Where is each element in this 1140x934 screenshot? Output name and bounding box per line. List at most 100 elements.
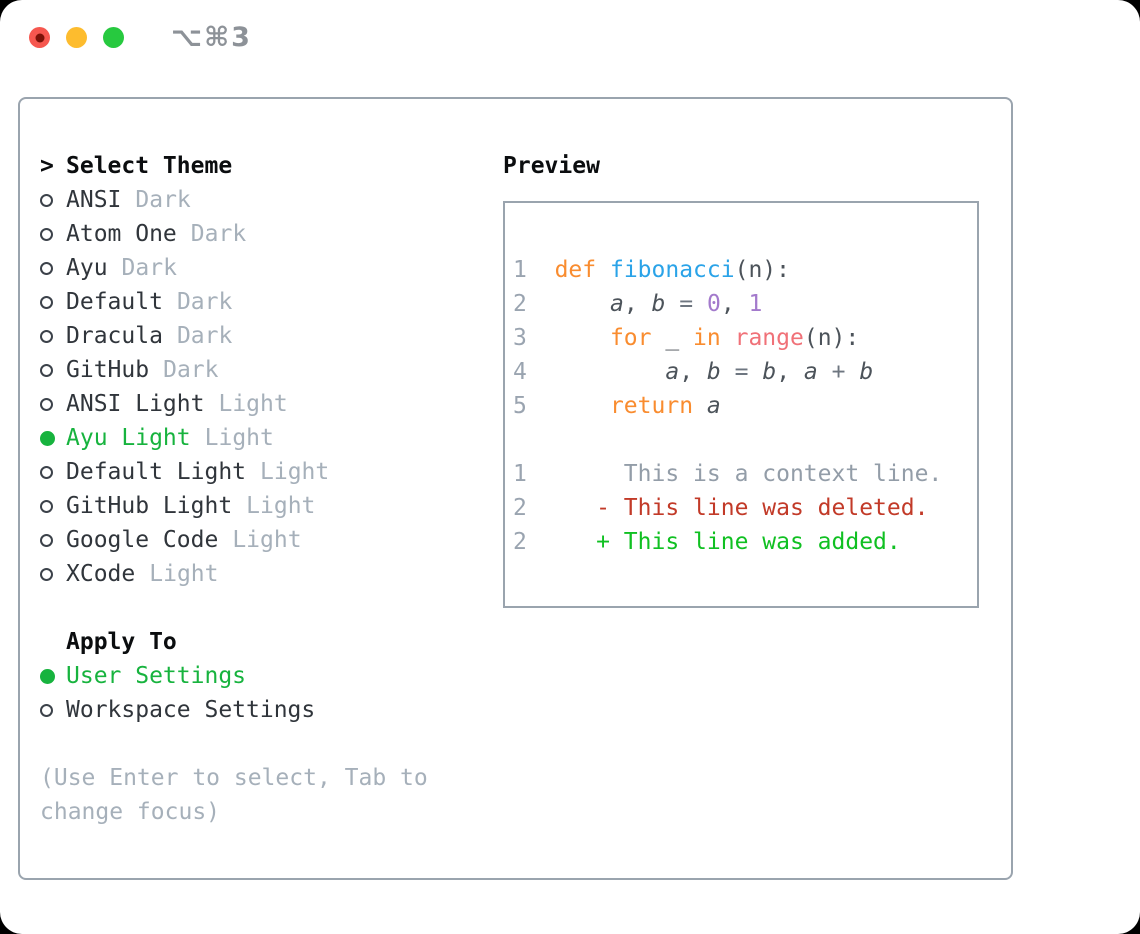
code-token: fibonacci	[609, 257, 735, 283]
item-label: Default Light	[66, 459, 247, 485]
code-token: =	[679, 291, 694, 317]
code-line: 2 a, b = 0, 1	[513, 287, 977, 321]
item-label: Default	[66, 289, 163, 315]
item-variant: Dark	[121, 255, 177, 281]
code-token: return	[609, 393, 694, 419]
item-label: GitHub	[66, 357, 150, 383]
item-variant: Light	[204, 425, 274, 451]
radio-icon	[40, 295, 53, 309]
item-variant: Dark	[163, 357, 219, 383]
code-token: a	[609, 291, 624, 317]
code-token	[693, 393, 707, 419]
radio-icon	[40, 533, 53, 547]
code-token: 0	[706, 291, 721, 317]
radio-icon	[40, 329, 53, 343]
code-token	[596, 257, 610, 283]
radio-icon	[40, 193, 53, 207]
theme-item-ayu-light[interactable]: Ayu Light Light	[40, 421, 503, 455]
radio-icon	[40, 465, 53, 479]
hint-text: (Use Enter to select, Tab to change focu…	[40, 765, 428, 825]
code-token: for	[609, 325, 652, 351]
radio-selected-icon	[40, 430, 55, 446]
code-token	[721, 325, 735, 351]
radio-icon	[40, 397, 53, 411]
item-label: XCode	[66, 561, 136, 587]
radio-icon	[40, 567, 53, 581]
code-line: 1 This is a context line.	[513, 457, 977, 491]
item-label: Dracula	[66, 323, 163, 349]
close-dot-icon	[35, 33, 44, 42]
code-token	[693, 291, 707, 317]
code-token: b	[762, 359, 777, 385]
theme-item-default[interactable]: Default Dark	[40, 285, 503, 319]
line-number: 3	[513, 325, 527, 351]
apply-option-user-settings[interactable]: User Settings	[40, 659, 503, 693]
item-label: Ayu Light	[66, 425, 191, 451]
code-token: a	[803, 359, 818, 385]
item-variant: Light	[246, 493, 316, 519]
apply-option-workspace-settings[interactable]: Workspace Settings	[40, 693, 503, 727]
code-token	[845, 359, 859, 385]
radio-icon	[40, 227, 53, 241]
code-token	[527, 393, 610, 419]
code-token: + This line was added.	[526, 529, 901, 555]
code-token: def	[554, 257, 597, 283]
code-token: (n):	[803, 325, 860, 351]
theme-item-atom-one[interactable]: Atom One Dark	[40, 217, 503, 251]
code-token: ,	[776, 359, 804, 385]
item-label: Google Code	[66, 527, 219, 553]
theme-item-github[interactable]: GitHub Dark	[40, 353, 503, 387]
apply-to-header: Apply To	[40, 625, 503, 659]
code-token: b	[651, 291, 666, 317]
code-token: - This line was deleted.	[526, 495, 929, 521]
code-line: 2 - This line was deleted.	[513, 491, 977, 525]
item-variant: Dark	[176, 289, 233, 315]
prompt-icon: >	[40, 153, 54, 179]
code-line: 4 a, b = b, a + b	[513, 355, 977, 389]
item-variant: Light	[218, 391, 288, 417]
item-label: Atom One	[66, 221, 177, 247]
item-label: Workspace Settings	[66, 697, 316, 723]
code-token	[527, 291, 610, 317]
minimize-button[interactable]	[66, 27, 87, 48]
code-token	[527, 359, 665, 385]
code-token	[748, 359, 762, 385]
code-token	[527, 325, 610, 351]
code-token: 1	[748, 291, 763, 317]
apply-to-title: Apply To	[66, 629, 177, 655]
radio-icon	[40, 261, 53, 275]
line-number: 2	[513, 291, 527, 317]
line-number: 2	[513, 495, 527, 521]
line-number: 1	[513, 257, 527, 283]
radio-icon	[40, 703, 53, 717]
titlebar: ⌥⌘3	[0, 0, 1140, 75]
code-token: ,	[679, 359, 707, 385]
line-number: 2	[513, 529, 527, 555]
line-number: 1	[513, 461, 527, 487]
close-button[interactable]	[29, 27, 50, 48]
code-line: 2 + This line was added.	[513, 525, 977, 559]
code-line: 1 def fibonacci(n):	[513, 253, 977, 287]
item-label: Ayu	[66, 255, 108, 281]
code-token: +	[831, 359, 846, 385]
radio-icon	[40, 363, 53, 377]
window-title: ⌥⌘3	[171, 22, 252, 53]
item-variant: Dark	[190, 221, 247, 247]
maximize-button[interactable]	[103, 27, 124, 48]
code-token: (n):	[734, 257, 790, 283]
code-token	[527, 257, 555, 283]
code-token: in	[693, 325, 721, 351]
theme-item-ayu[interactable]: Ayu Dark	[40, 251, 503, 285]
